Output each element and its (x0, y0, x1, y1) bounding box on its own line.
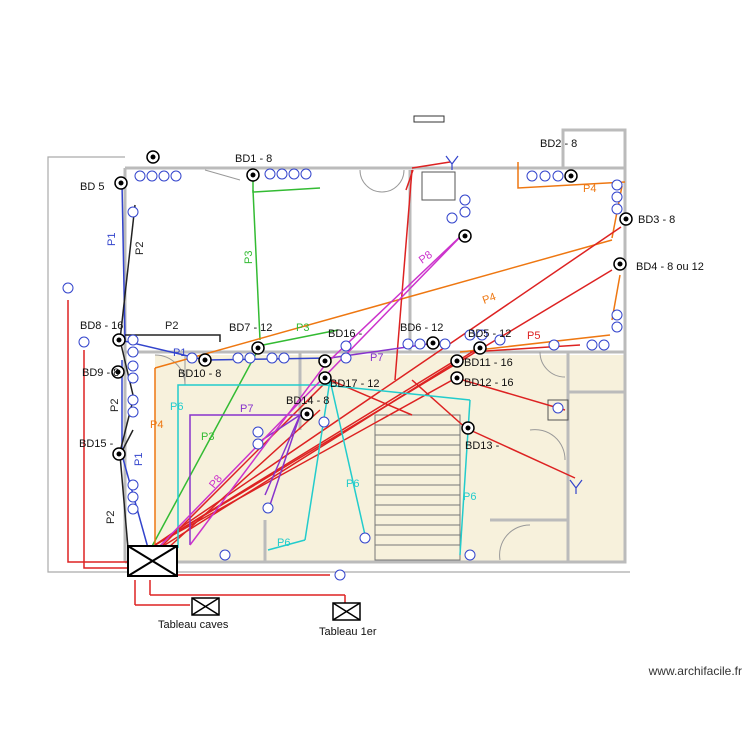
circuit-p8-lines (157, 231, 466, 549)
panel-caves-icon (191, 597, 220, 616)
label-bd17: BD17 - 12 (330, 378, 380, 390)
label-bd5b: BD5 - 12 (468, 328, 511, 340)
label-p1-b: P1 (173, 347, 186, 359)
label-p2-c: P2 (109, 399, 121, 412)
label-p2-a: P2 (134, 242, 146, 255)
label-bd13: BD13 - (465, 440, 500, 452)
label-p1-c: P1 (133, 453, 145, 466)
label-p2-d: P2 (105, 511, 117, 524)
label-p7-a: P7 (370, 352, 383, 364)
label-tableau-premier: Tableau 1er (319, 626, 377, 638)
label-bd3: BD3 - 8 (638, 214, 675, 226)
floor-area (155, 355, 625, 562)
label-tableau-caves: Tableau caves (158, 619, 229, 631)
watermark: www.archifacile.fr (648, 664, 742, 678)
label-p7-b: P7 (240, 403, 253, 415)
label-bd2: BD2 - 8 (540, 138, 577, 150)
label-p4-b: P4 (481, 291, 498, 307)
label-p3-b: P3 (296, 322, 309, 334)
label-p6-c: P6 (463, 491, 476, 503)
label-p3-c: P3 (201, 431, 214, 443)
label-bd16: BD16 - (328, 328, 363, 340)
label-p6-b: P6 (346, 478, 359, 490)
scale-bar (413, 115, 445, 123)
panel-premier-icon (332, 602, 361, 621)
label-p3-a: P3 (243, 251, 255, 264)
circuit-p5-lines (67, 161, 622, 606)
label-p4-c: P4 (150, 419, 163, 431)
label-bd10: BD10 - 8 (178, 368, 221, 380)
label-bd7: BD7 - 12 (229, 322, 272, 334)
label-bd8: BD8 - 16 (80, 320, 123, 332)
circuit-p3-lines (149, 176, 339, 551)
label-bd11: BD11 - 16 (464, 357, 513, 369)
outlets (62, 168, 623, 581)
label-bd5: BD 5 (80, 181, 104, 193)
label-p6-a: P6 (170, 401, 183, 413)
staircase (374, 414, 461, 561)
label-bd12: BD12 - 16 (464, 377, 514, 389)
label-bd6: BD6 - 12 (400, 322, 443, 334)
label-p1-a: P1 (106, 233, 118, 246)
label-p6-d: P6 (277, 537, 290, 549)
label-bd1: BD1 - 8 (235, 153, 272, 165)
label-bd4: BD4 - 8 ou 12 (636, 261, 704, 273)
doors (154, 169, 566, 561)
label-p4-a: P4 (583, 183, 596, 195)
label-bd9: BD9 - 8 (82, 367, 119, 379)
label-p5: P5 (527, 330, 540, 342)
circuit-p4-lines (154, 162, 626, 545)
junction-cores (115, 154, 629, 457)
water-heater (547, 399, 569, 421)
main-panel-icon (127, 545, 178, 577)
label-p2-b: P2 (165, 320, 178, 332)
circuit-p6-lines (177, 379, 471, 556)
cooktop (421, 171, 456, 201)
label-bd14: BD14 - 8 (286, 395, 329, 407)
light-symbols (445, 155, 583, 494)
label-bd15: BD15 - (79, 438, 114, 450)
